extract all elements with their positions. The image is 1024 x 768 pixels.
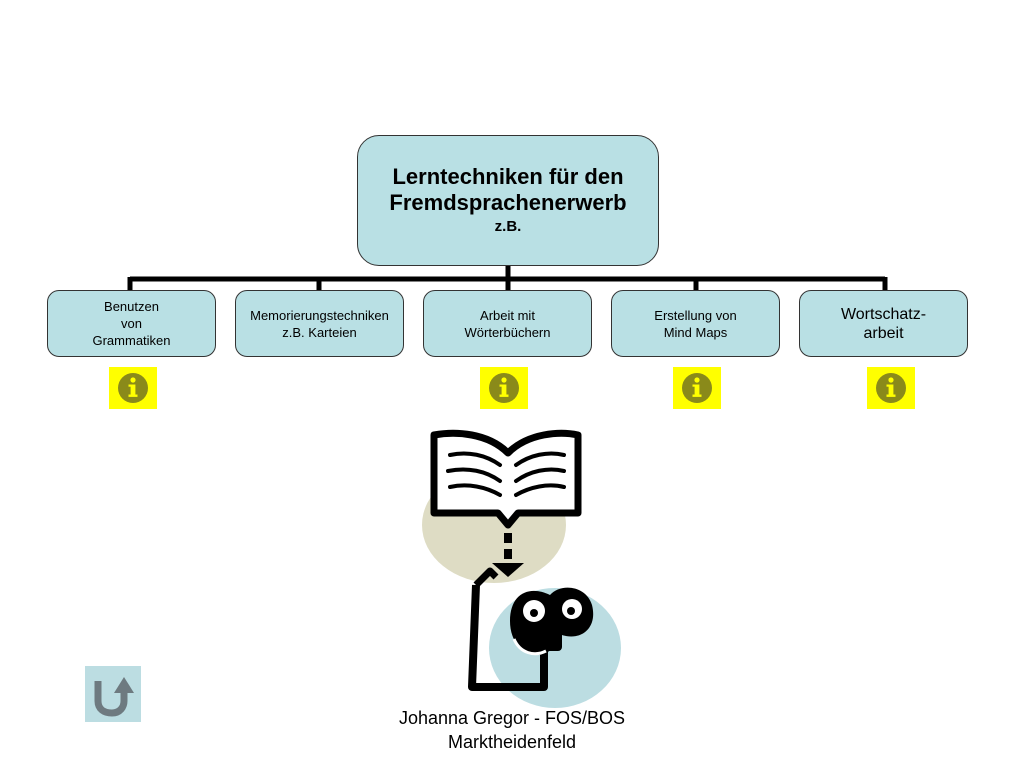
node-memorierungstechniken: Memorierungstechniken z.B. Karteien: [235, 290, 404, 357]
info-icon: [876, 373, 906, 403]
node-label: Arbeit mit Wörterbüchern: [464, 307, 551, 340]
info-button-woerterbuecher[interactable]: [480, 367, 528, 409]
root-title-line2: Fremdsprachenerwerb: [389, 189, 627, 215]
footer-line1: Johanna Gregor - FOS/BOS: [398, 708, 626, 728]
node-label: Erstellung von Mind Maps: [654, 307, 737, 340]
return-arrow-icon: [94, 677, 134, 717]
node-label: Memorierungstechniken z.B. Karteien: [250, 307, 389, 340]
info-button-wortschatzarbeit[interactable]: [867, 367, 915, 409]
footer-author: Johanna Gregor - FOS/BOS Marktheidenfeld: [362, 706, 662, 754]
info-button-grammatiken[interactable]: [109, 367, 157, 409]
root-node: Lerntechniken für den Fremdsprachenerwer…: [357, 135, 659, 266]
root-subtitle: z.B.: [494, 217, 522, 235]
info-icon: [489, 373, 519, 403]
info-button-mind-maps[interactable]: [673, 367, 721, 409]
node-mind-maps: Erstellung von Mind Maps: [611, 290, 780, 357]
root-title-line1: Lerntechniken für den: [392, 163, 624, 189]
node-label: Wortschatz- arbeit: [840, 305, 927, 342]
back-button[interactable]: [85, 666, 141, 722]
book-to-head-icon: [422, 429, 621, 708]
info-icon: [118, 373, 148, 403]
node-woerterbuecher: Arbeit mit Wörterbüchern: [423, 290, 592, 357]
footer-line2: Marktheidenfeld: [447, 732, 577, 752]
node-grammatiken: Benutzen von Grammatiken: [47, 290, 216, 357]
node-wortschatzarbeit: Wortschatz- arbeit: [799, 290, 968, 357]
node-label: Benutzen von Grammatiken: [92, 299, 171, 348]
info-icon: [682, 373, 712, 403]
